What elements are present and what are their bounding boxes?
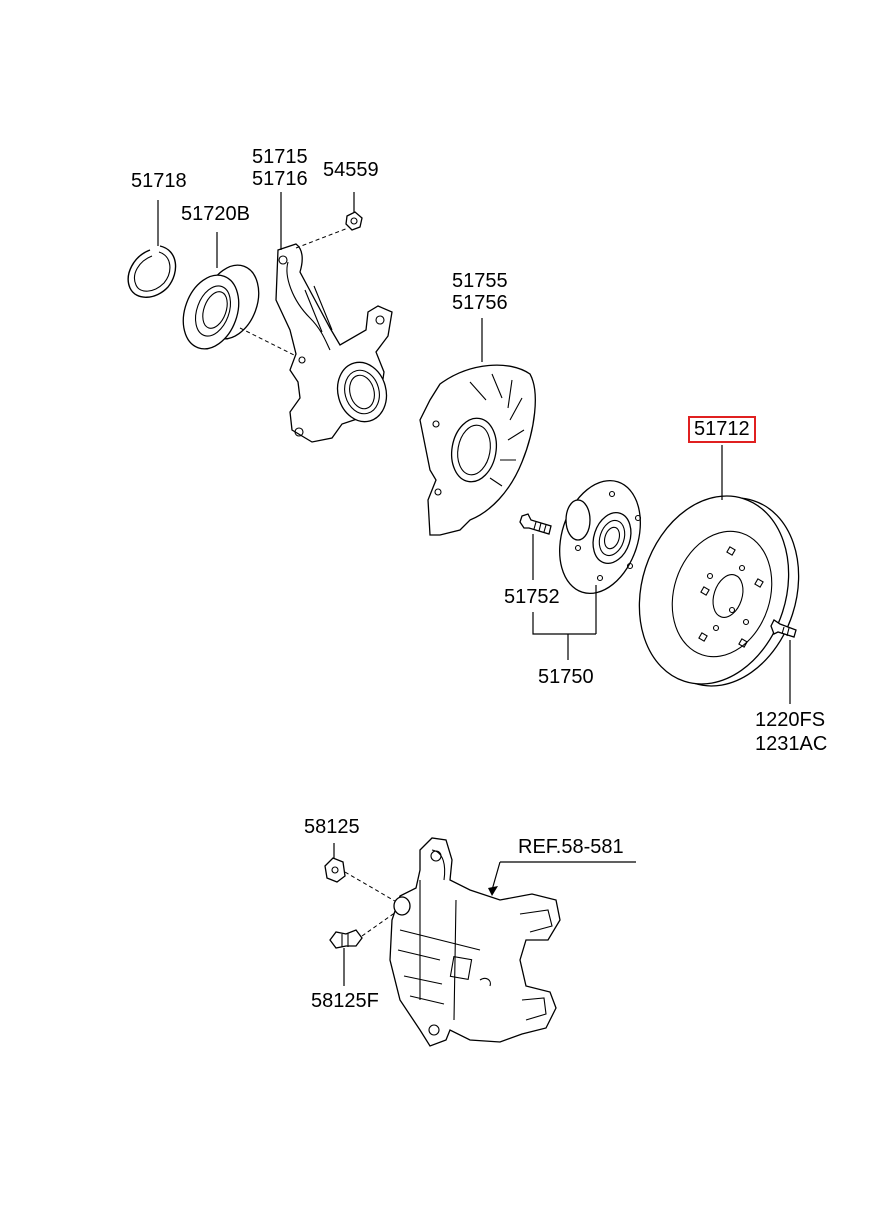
label-51716: 51716: [252, 168, 308, 190]
bearing-drawing: [182, 232, 297, 357]
dust-cover-drawing: [419, 318, 536, 536]
label-1231ac: 1231AC: [755, 733, 828, 755]
label-51715: 51715: [252, 146, 308, 168]
label-51712-highlighted[interactable]: 51712: [688, 416, 756, 443]
knuckle-drawing: [275, 192, 393, 443]
label-51752: 51752: [504, 586, 560, 608]
nut-54559-drawing: [345, 192, 363, 231]
label-51718: 51718: [131, 170, 187, 192]
caliper-nut-drawing: [324, 843, 401, 905]
snap-ring-drawing: [127, 200, 177, 298]
hub-drawing: [532, 479, 642, 660]
label-51755: 51755: [452, 270, 508, 292]
label-58125f: 58125F: [311, 990, 379, 1012]
caliper-drawing: [389, 837, 636, 1047]
label-58125: 58125: [304, 816, 360, 838]
label-54559: 54559: [323, 159, 379, 181]
label-51720b: 51720B: [181, 203, 250, 225]
label-ref-58-581: REF.58-581: [518, 836, 624, 858]
brake-disc-drawing: [638, 445, 800, 687]
label-51750: 51750: [538, 666, 594, 688]
label-1220fs: 1220FS: [755, 709, 826, 731]
label-51756: 51756: [452, 292, 508, 314]
hub-bolt-drawing: [519, 513, 552, 580]
bleeder-screw-drawing: [329, 911, 397, 986]
screw-drawing: [770, 619, 797, 704]
